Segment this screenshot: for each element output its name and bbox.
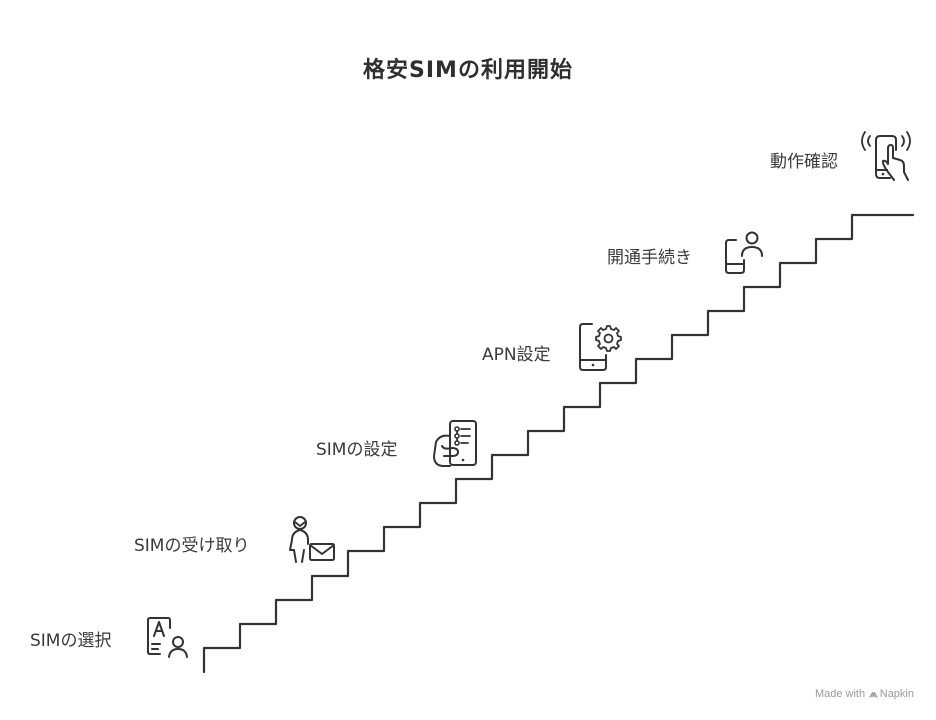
step-label-operation-check: 動作確認 xyxy=(770,152,838,172)
phone-vibrate-touch-icon xyxy=(861,131,911,181)
made-with-text: Made with xyxy=(814,688,866,700)
phone-gear-icon xyxy=(579,323,622,371)
profile-card-icon xyxy=(147,617,188,658)
step-label-sim-settings: SIMの設定 xyxy=(316,440,398,460)
made-with-napkin-badge: Made with⩕Napkin xyxy=(815,688,914,701)
step-label-apn-settings: APN設定 xyxy=(482,345,551,365)
step-label-activation: 開通手続き xyxy=(607,248,692,268)
step-label-receive-sim: SIMの受け取り xyxy=(134,536,250,556)
person-envelope-icon xyxy=(289,516,335,563)
napkin-brand-text: Napkin xyxy=(879,688,914,700)
step-label-select-sim: SIMの選択 xyxy=(30,631,112,651)
napkin-logo-icon: ⩕ xyxy=(869,688,878,700)
phone-user-icon xyxy=(725,231,763,274)
diagram-title: 格安SIMの利用開始 xyxy=(363,58,573,83)
hand-phone-settings-icon xyxy=(433,420,477,467)
